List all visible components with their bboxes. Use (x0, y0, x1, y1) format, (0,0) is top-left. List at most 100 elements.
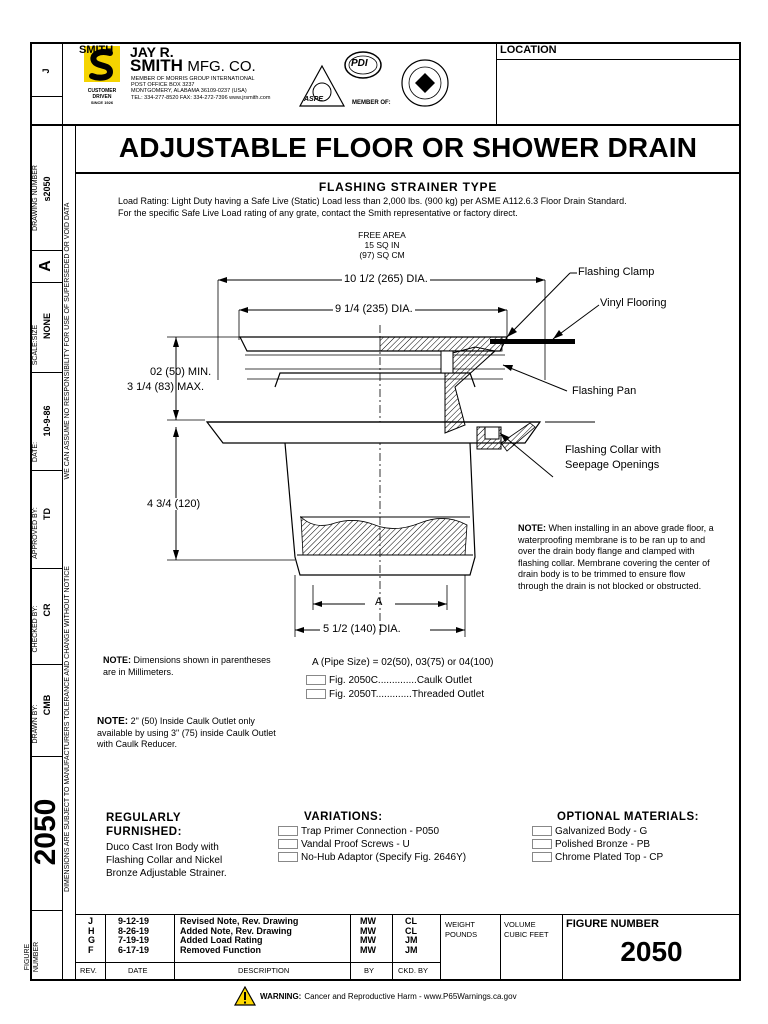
company-name-1: JAY R. (130, 44, 174, 60)
pobox-line: POST OFFICE BOX 3237 (131, 82, 195, 89)
note-dimensions-text: Dimensions shown in parentheses are in M… (103, 655, 271, 677)
optional-item[interactable]: Galvanized Body - G (532, 825, 663, 838)
variation-label: No-Hub Adaptor (Specify Fig. 2646Y) (301, 852, 467, 863)
callout-collar-line2: Seepage Openings (565, 459, 660, 471)
optional-item[interactable]: Polished Bronze - PB (532, 838, 663, 851)
fig-option-caulk[interactable]: Fig. 2050C..............Caulk Outlet (306, 674, 484, 688)
fig-checkbox-caulk[interactable] (306, 675, 326, 686)
scale-label: SCALE:SIZE (32, 324, 39, 366)
figure-label-2: NUMBER (33, 941, 40, 973)
variations-heading: VARIATIONS: (304, 811, 383, 823)
weight-label: WEIGHT POUNDS (445, 920, 477, 940)
rev-by-item: MW (360, 925, 376, 936)
fig-dots: .............. (377, 675, 417, 686)
drawing-number: s2050 (42, 176, 52, 202)
note-caulk-text: 2" (50) Inside Caulk Outlet only availab… (97, 716, 276, 749)
rev-desc: Added Note, Rev. Drawing (180, 925, 292, 936)
drawn-value: CMB (42, 694, 52, 716)
callout-collar-line1: Flashing Collar with (565, 444, 661, 456)
company-name-suffix: MFG. CO. (187, 58, 256, 75)
note-dimensions: NOTE: Dimensions shown in parentheses ar… (103, 655, 273, 678)
variation-checkbox[interactable] (278, 852, 298, 863)
optional-heading: OPTIONAL MATERIALS: (557, 811, 699, 823)
note-membrane-text: When installing in an above grade floor,… (518, 523, 714, 591)
rev-ckd-item: CL (405, 916, 417, 926)
free-area: FREE AREA 15 SQ IN (97) SQ CM (332, 230, 432, 260)
rev-by: MW MW MW MW (360, 916, 376, 955)
smith-logo: CUSTOMER DRIVEN SINCE 1926 (84, 46, 120, 105)
figure-number-label: FIGURE NUMBER (566, 918, 659, 930)
warning-icon (234, 986, 256, 1006)
fig-number: Fig. 2050T (329, 689, 376, 700)
free-area-sqin: 15 SQ IN (364, 240, 400, 250)
company-name-smith: SMITH (130, 56, 183, 75)
rev-ckd-item: JM (405, 935, 418, 945)
dim-height-max: 3 1/4 (83) MAX. (127, 381, 205, 393)
scale-value: NONE (42, 313, 52, 340)
disclaimer-divider (75, 124, 76, 981)
rev-descriptions: Revised Note, Rev. Drawing Added Note, R… (180, 916, 299, 955)
member-line: MEMBER OF MORRIS GROUP INTERNATIONAL (131, 76, 255, 82)
fig-option-threaded[interactable]: Fig. 2050T.............Threaded Outlet (306, 688, 484, 702)
date-value: 10-9-86 (42, 405, 52, 437)
regular-heading: REGULARLY FURNISHED: (106, 811, 182, 839)
rev-letter: H (88, 925, 95, 936)
checked-label: CHECKED BY: (32, 605, 39, 653)
callout-vinyl-flooring: Vinyl Flooring (600, 297, 667, 309)
fig-desc: Threaded Outlet (411, 689, 485, 700)
regular-line: Bronze Adjustable Strainer. (106, 868, 227, 879)
note-caulk: NOTE: 2" (50) Inside Caulk Outlet only a… (97, 716, 292, 751)
asse-seal (298, 64, 346, 113)
optional-label: Polished Bronze - PB (555, 839, 651, 850)
optional-checkbox[interactable] (532, 839, 552, 850)
volume-label: VOLUME CUBIC FEET (504, 920, 549, 940)
disclaimer-superseded: WE CAN ASSUME NO RESPONSIBILITY FOR USE … (64, 202, 71, 480)
company-address: MEMBER OF MORRIS GROUP INTERNATIONAL POS… (131, 76, 270, 101)
rev-by-item: MW (360, 916, 376, 926)
rev-header-ckd: CKD. BY (398, 966, 429, 975)
note-caulk-label: NOTE: (97, 716, 129, 727)
asse-text: ASPE (304, 96, 324, 103)
rev-dates: 9-12-19 8-26-19 7-19-19 6-17-19 (118, 916, 150, 955)
page-title: ADJUSTABLE FLOOR OR SHOWER DRAIN (75, 124, 741, 174)
volume-label-1: VOLUME (504, 920, 536, 929)
weight-label-2: POUNDS (445, 930, 478, 939)
rev-by-item: MW (360, 935, 376, 945)
approved-label: APPROVED BY: (32, 507, 39, 559)
tagline-1: CUSTOMER (87, 88, 117, 94)
rev-letter: J (88, 916, 94, 926)
dim-strainer-dia: 9 1/4 (235) DIA. (333, 303, 415, 315)
rev-desc: Added Load Rating (180, 935, 263, 945)
drain-cross-section-drawing (167, 272, 600, 637)
regular-heading-2: FURNISHED: (106, 826, 182, 838)
disclaimer-tolerance: DIMENSIONS ARE SUBJECT TO MANUFACTURERS … (64, 566, 71, 892)
variation-item[interactable]: Trap Primer Connection - P050 (278, 825, 466, 838)
drawing-frame (30, 42, 741, 981)
rev-ckd-item: JM (405, 944, 418, 955)
optional-checkbox[interactable] (532, 826, 552, 837)
drawn-label: DRAWN BY: (32, 704, 39, 744)
variations-list: Trap Primer Connection - P050 Vandal Pro… (278, 825, 466, 864)
sidebar-big-number: 2050 (29, 798, 62, 866)
optional-checkbox[interactable] (532, 852, 552, 863)
smith-mark: SMITH (79, 44, 114, 56)
warning-label: WARNING: (260, 991, 302, 1001)
fig-checkbox-threaded[interactable] (306, 689, 326, 700)
variation-item[interactable]: No-Hub Adaptor (Specify Fig. 2646Y) (278, 851, 466, 864)
variation-checkbox[interactable] (278, 839, 298, 850)
figure-number: 2050 (620, 936, 683, 967)
rev-letters: J H G F (88, 916, 96, 955)
pdi-seal (343, 50, 383, 85)
membership-seal (400, 58, 450, 113)
optional-item[interactable]: Chrome Plated Top - CP (532, 851, 663, 864)
rev-header-date: DATE (128, 966, 148, 975)
company-name-2: SMITH MFG. CO. (130, 56, 256, 76)
rev-date: 7-19-19 (118, 935, 150, 945)
subtitle: FLASHING STRAINER TYPE (318, 180, 498, 194)
rev-letter: G (88, 935, 96, 945)
fig-desc: Caulk Outlet (416, 675, 472, 686)
variation-label: Trap Primer Connection - P050 (301, 826, 440, 837)
variation-checkbox[interactable] (278, 826, 298, 837)
rev-desc: Revised Note, Rev. Drawing (180, 916, 299, 926)
variation-item[interactable]: Vandal Proof Screws - U (278, 838, 466, 851)
